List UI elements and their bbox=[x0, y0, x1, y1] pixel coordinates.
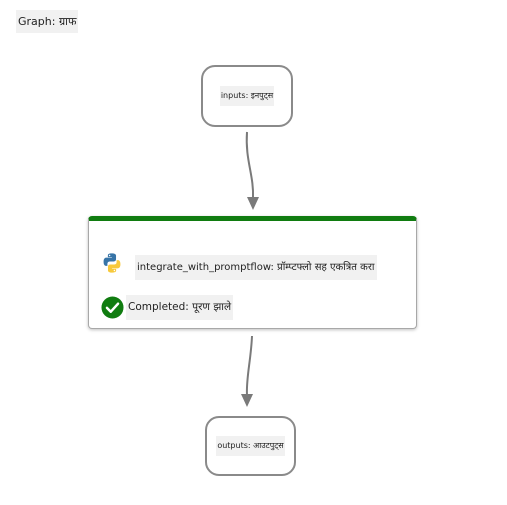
edge-inputs-to-step bbox=[245, 131, 255, 199]
edge-step-to-outputs-arrowhead bbox=[241, 394, 253, 407]
step-status-row: Completed: पूरण झाले bbox=[101, 295, 234, 320]
outputs-node[interactable]: outputs: आउटपुट्स bbox=[205, 416, 296, 476]
step-name-row: integrate_with_promptflow: प्रॉम्प्टफ्लो… bbox=[101, 245, 377, 280]
step-name-label: integrate_with_promptflow: प्रॉम्प्टफ्लो… bbox=[135, 255, 377, 280]
graph-title: Graph: ग्राफ bbox=[16, 10, 79, 33]
check-circle-icon bbox=[101, 296, 124, 319]
python-icon bbox=[103, 252, 121, 273]
inputs-node[interactable]: inputs: इनपुट्स bbox=[201, 65, 293, 127]
integrate-with-promptflow-node[interactable]: integrate_with_promptflow: प्रॉम्प्टफ्लो… bbox=[88, 216, 417, 329]
step-status-label: Completed: पूरण झाले bbox=[126, 295, 234, 320]
inputs-node-label: inputs: इनपुट्स bbox=[219, 86, 275, 106]
edge-inputs-to-step-arrowhead bbox=[247, 197, 259, 210]
outputs-node-label: outputs: आउटपुट्स bbox=[216, 436, 285, 456]
edge-step-to-outputs bbox=[245, 335, 253, 396]
